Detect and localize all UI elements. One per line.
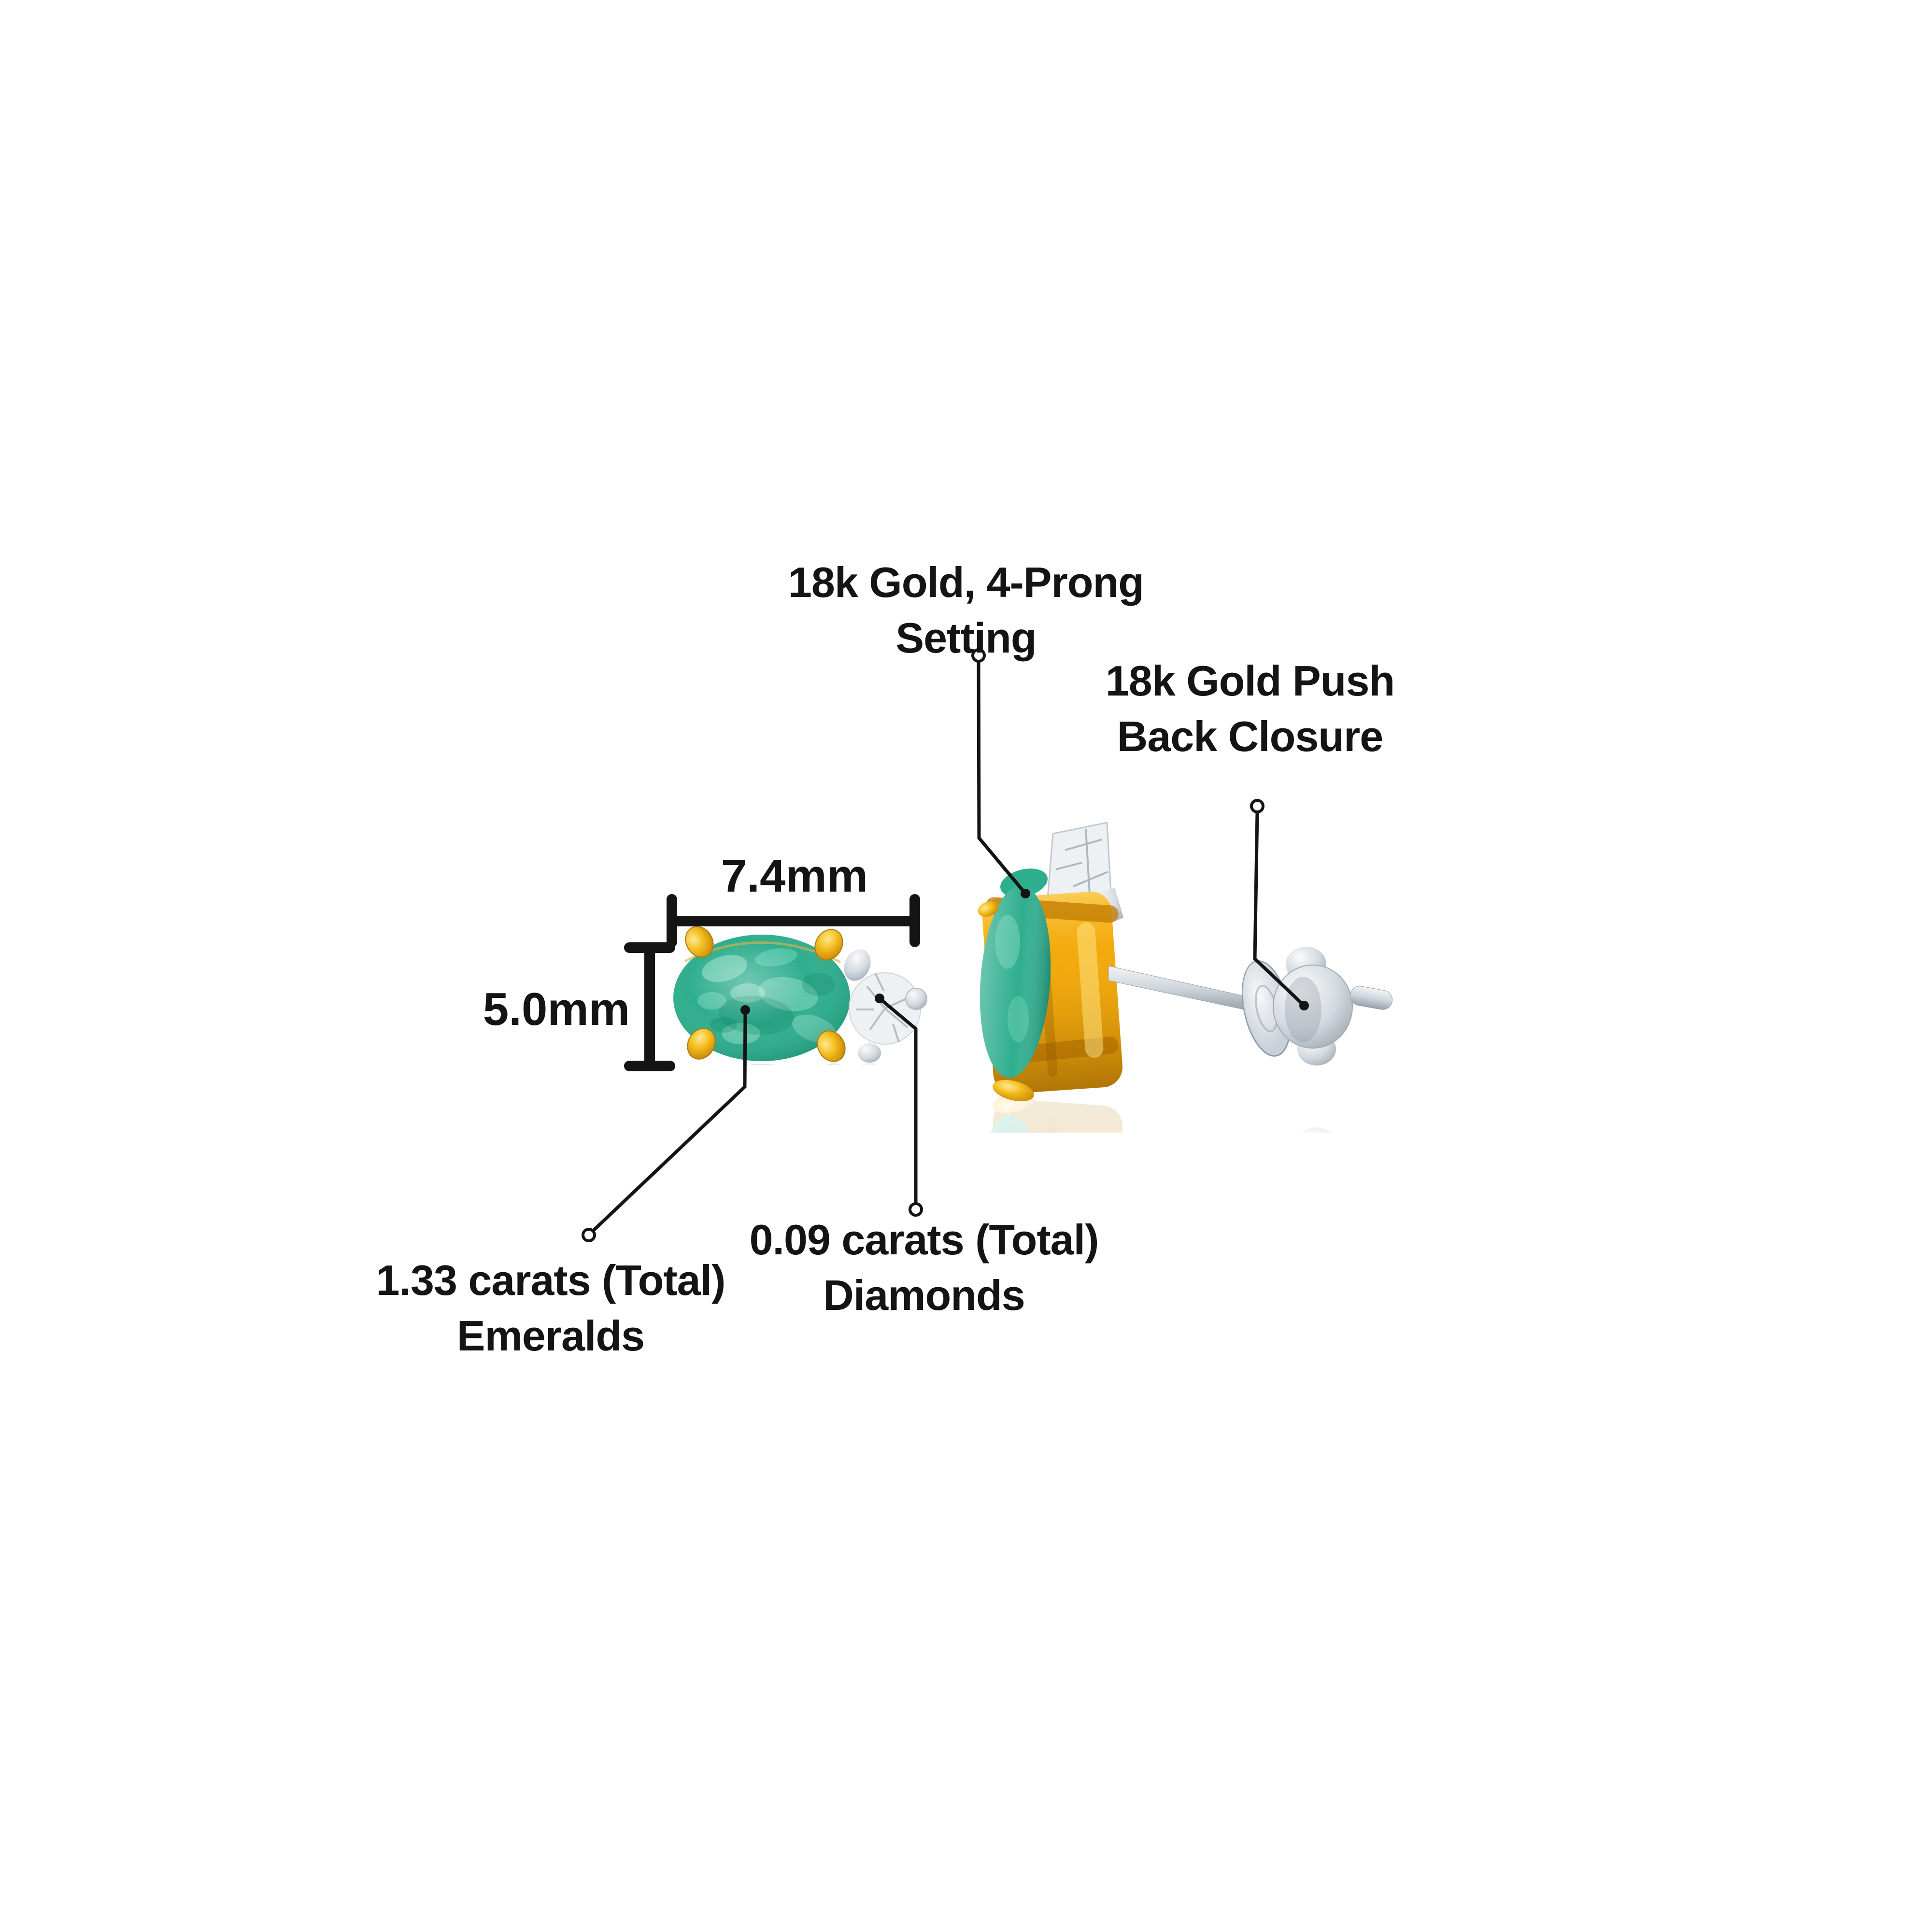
diamonds-leader-line	[875, 994, 923, 1217]
prong-bottom-right	[817, 1030, 846, 1062]
emerald-side-texture-2	[1008, 996, 1029, 1042]
side-prong-tip-top	[978, 901, 999, 917]
prong-top-right	[814, 929, 843, 961]
diamond-cluster-bead	[905, 988, 927, 1010]
setting-leader-line	[971, 648, 1030, 898]
emerald-front-shading	[673, 935, 850, 1061]
gold-prongs	[685, 926, 846, 1062]
side-diamond-facets	[1055, 828, 1108, 895]
closure-leader-line	[1250, 799, 1309, 1010]
left-earring-reflection	[673, 1059, 927, 1204]
closure-annotation-line2: Back Closure	[1117, 712, 1383, 760]
diamond-cluster-crescent	[844, 949, 871, 981]
gold-highlight-stripe	[1077, 923, 1104, 1058]
diamond-cluster-base	[858, 1043, 881, 1063]
diamonds-annotation: 0.09 carats (Total) Diamonds	[750, 1212, 1099, 1323]
height-measurement-label: 5.0mm	[483, 983, 630, 1035]
emeralds-annotation: 1.33 carats (Total) Emeralds	[376, 1252, 726, 1364]
emerald-side-shading	[980, 885, 1051, 1078]
setting-annotation: 18k Gold, 4-Prong Setting	[788, 554, 1144, 666]
post-tip	[1350, 986, 1393, 1010]
diamonds-annotation-line1: 0.09 carats (Total)	[749, 1216, 1099, 1264]
earring-post	[1108, 966, 1249, 1011]
emeralds-leader-line	[582, 1005, 750, 1242]
prong-bottom-left	[687, 1028, 716, 1060]
prong-top-left	[685, 926, 714, 958]
width-measurement-label: 7.4mm	[721, 850, 868, 902]
diamonds-annotation-line2: Diamonds	[823, 1271, 1025, 1319]
emerald-side-texture	[995, 915, 1020, 969]
accent-diamond-facets	[856, 973, 913, 1043]
push-back-disc-shading	[1242, 961, 1291, 1056]
setting-annotation-line2: Setting	[895, 614, 1037, 662]
emeralds-annotation-line2: Emeralds	[456, 1312, 645, 1360]
left-earring-front-view	[673, 926, 927, 1063]
push-back-clutch-body	[1273, 965, 1353, 1049]
closure-annotation: 18k Gold Push Back Closure	[1105, 653, 1395, 764]
setting-annotation-line1: 18k Gold, 4-Prong	[788, 558, 1144, 606]
emeralds-annotation-line1: 1.33 carats (Total)	[376, 1256, 726, 1304]
right-earring-side-view	[978, 822, 1393, 1102]
width-measurement-bracket	[667, 894, 920, 947]
height-measurement-bracket	[624, 942, 675, 1071]
closure-annotation-line1: 18k Gold Push	[1105, 657, 1395, 705]
